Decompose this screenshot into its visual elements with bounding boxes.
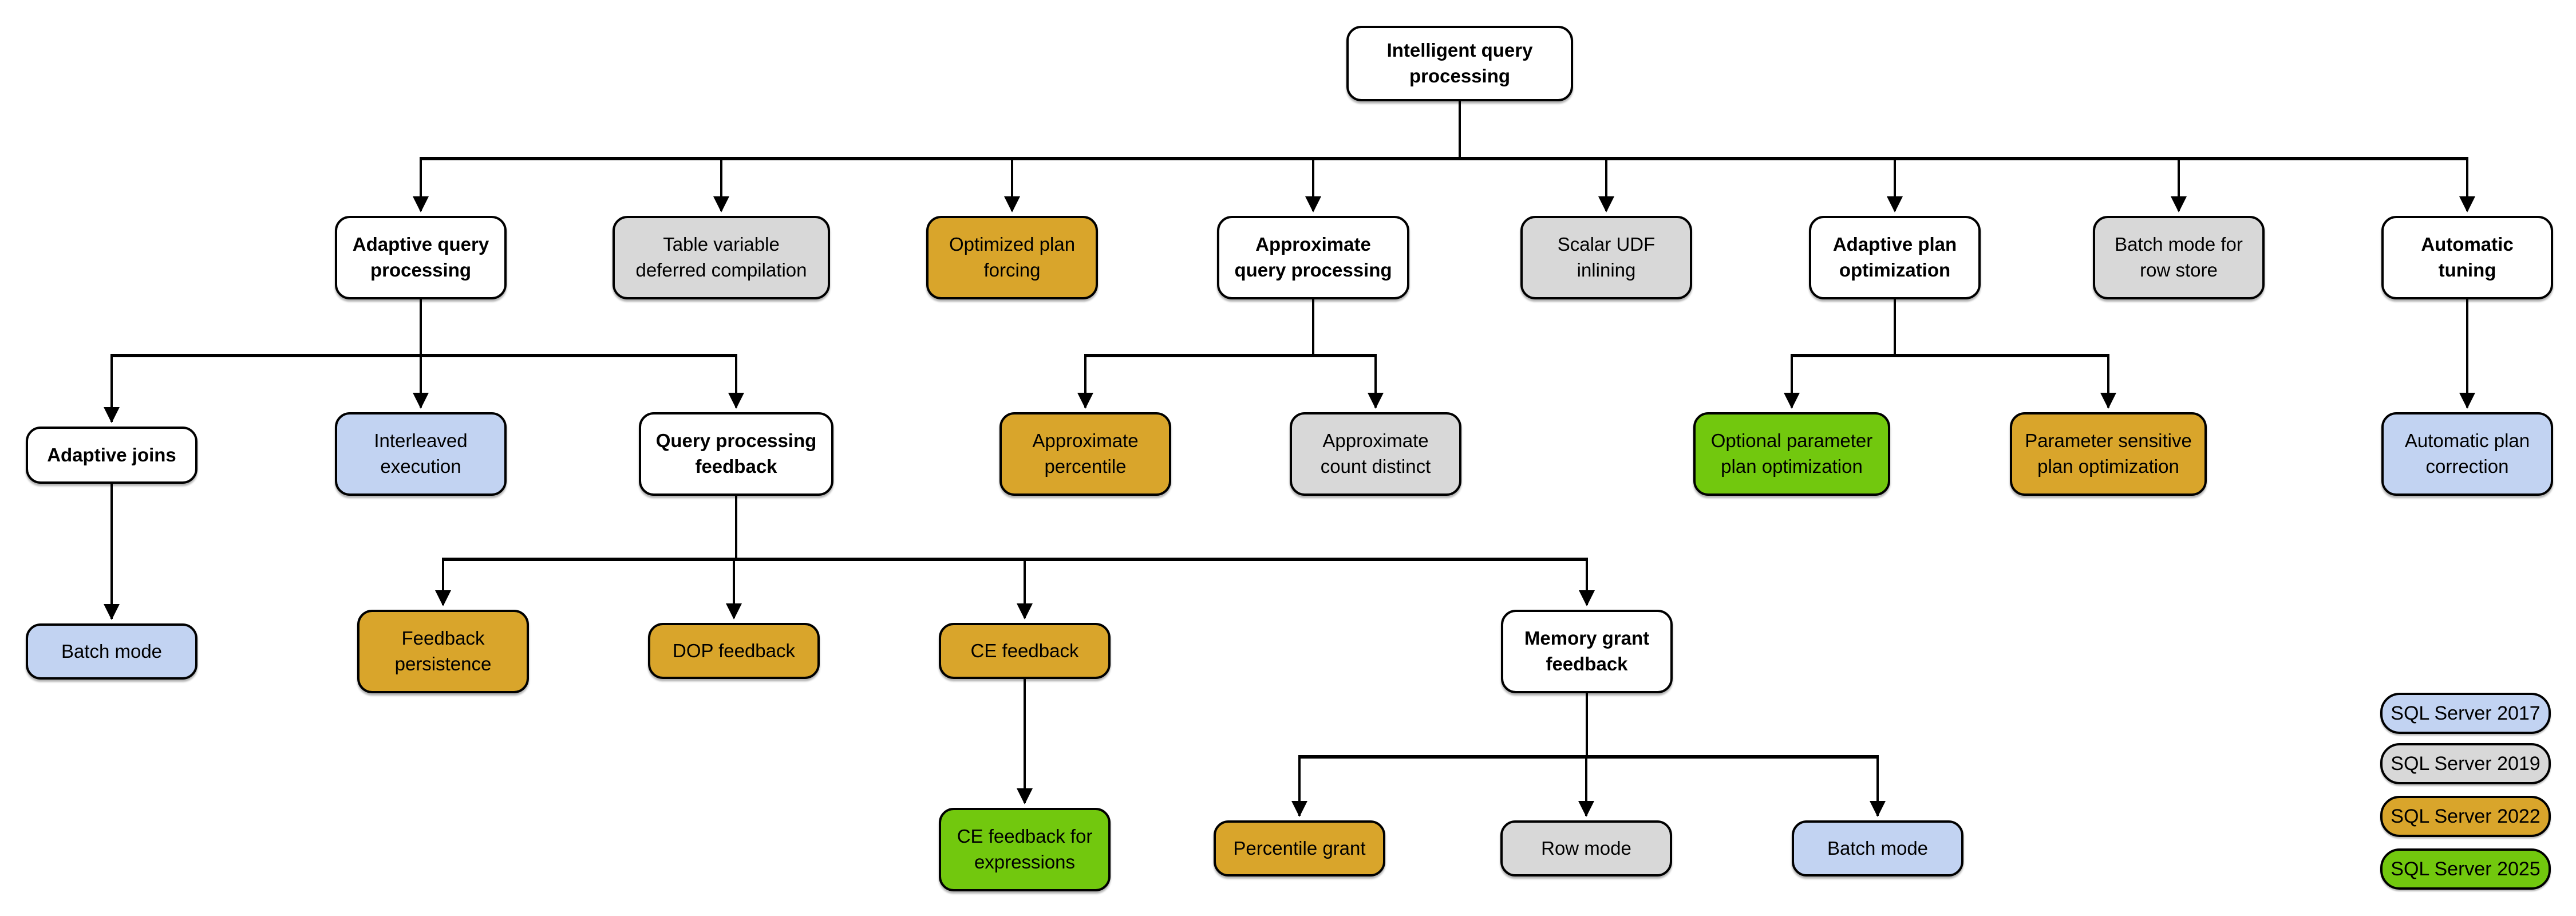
node-aj: Adaptive joins: [26, 427, 197, 484]
node-label: Parameter sensitive plan optimization: [2025, 430, 2192, 477]
node-qpf: Query processing feedback: [639, 412, 833, 496]
node-rm: Row mode: [1500, 820, 1672, 876]
node-label: Adaptive query processing: [352, 234, 489, 281]
node-label: CE feedback for expressions: [957, 826, 1093, 872]
node-opf: Optimized plan forcing: [926, 216, 1098, 299]
node-oppo: Optional parameter plan optimization: [1693, 412, 1890, 496]
node-apc: Automatic plan correction: [2381, 412, 2553, 496]
node-ie: Interleaved execution: [335, 412, 507, 496]
legend-label: SQL Server 2025: [2391, 858, 2541, 880]
node-label: Approximate percentile: [1032, 430, 1139, 477]
node-iqp: Intelligent query processing: [1346, 26, 1573, 101]
node-label: Memory grant feedback: [1524, 627, 1650, 674]
node-label: Table variable deferred compilation: [635, 234, 807, 281]
legend-label: SQL Server 2017: [2391, 702, 2541, 724]
node-label: Scalar UDF inlining: [1557, 234, 1656, 281]
legend-sql-server-2025: SQL Server 2025: [2380, 848, 2551, 890]
legend-label: SQL Server 2019: [2391, 752, 2541, 775]
node-label: Optional parameter plan optimization: [1710, 430, 1873, 477]
node-label: Approximate count distinct: [1320, 430, 1431, 477]
node-aqproc: Approximate query processing: [1217, 216, 1409, 299]
node-label: Adaptive plan optimization: [1832, 234, 1957, 281]
node-label: Automatic tuning: [2421, 234, 2514, 281]
node-label: Adaptive joins: [47, 444, 176, 465]
node-label: Interleaved execution: [374, 430, 468, 477]
node-mgf: Memory grant feedback: [1501, 610, 1673, 693]
node-label: Batch mode for row store: [2115, 234, 2243, 281]
node-bm5: Batch mode: [1792, 820, 1963, 876]
node-label: Approximate query processing: [1234, 234, 1392, 281]
node-bmrs: Batch mode for row store: [2093, 216, 2265, 299]
node-pg: Percentile grant: [1214, 820, 1385, 876]
node-label: Row mode: [1541, 837, 1631, 859]
node-sui: Scalar UDF inlining: [1520, 216, 1692, 299]
node-acd: Approximate count distinct: [1290, 412, 1461, 496]
legend-sql-server-2022: SQL Server 2022: [2380, 796, 2551, 837]
node-bm4: Batch mode: [26, 623, 197, 680]
node-label: DOP feedback: [672, 639, 796, 661]
legend-sql-server-2019: SQL Server 2019: [2380, 743, 2551, 784]
node-aqp: Adaptive query processing: [335, 216, 507, 299]
node-label: Automatic plan correction: [2404, 430, 2530, 477]
node-label: Intelligent query processing: [1386, 40, 1533, 86]
node-label: Optimized plan forcing: [949, 234, 1076, 281]
node-tvdc: Table variable deferred compilation: [613, 216, 830, 299]
node-apo: Adaptive plan optimization: [1809, 216, 1981, 299]
node-label: Percentile grant: [1233, 837, 1366, 859]
legend-sql-server-2017: SQL Server 2017: [2380, 693, 2551, 734]
node-pspo: Parameter sensitive plan optimization: [2010, 412, 2207, 496]
legend-label: SQL Server 2022: [2391, 805, 2541, 827]
node-cefe: CE feedback for expressions: [939, 808, 1111, 891]
node-at: Automatic tuning: [2381, 216, 2553, 299]
node-label: Query processing feedback: [655, 430, 817, 477]
node-fp: Feedback persistence: [357, 610, 529, 693]
node-dop: DOP feedback: [648, 623, 820, 679]
node-label: Batch mode: [61, 640, 163, 662]
node-ce: CE feedback: [939, 623, 1111, 679]
node-label: CE feedback: [970, 639, 1079, 661]
node-label: Feedback persistence: [394, 627, 492, 674]
node-label: Batch mode: [1827, 837, 1929, 859]
node-ap: Approximate percentile: [999, 412, 1171, 496]
